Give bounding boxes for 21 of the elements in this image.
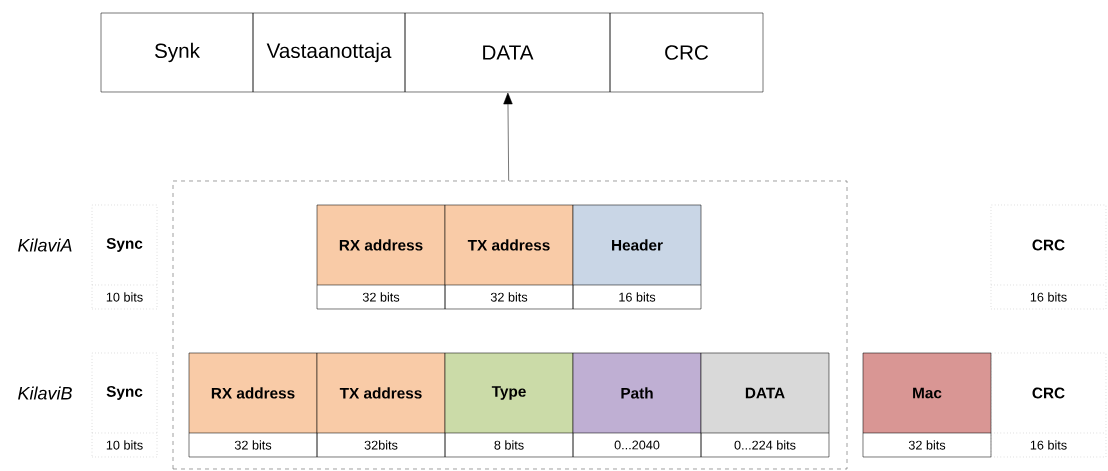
field-cell: CRC 16 bits [990, 352, 1107, 458]
field-cell: RX address 32 bits [316, 204, 446, 310]
field-cell: Header 16 bits [572, 204, 702, 310]
field-cell: DATA 0...224 bits [700, 352, 830, 458]
row-label: KilaviA [18, 238, 72, 252]
field-cell: Type 8 bits [444, 352, 574, 458]
field-cell: Sync 10 bits [91, 352, 158, 458]
field-cell: RX address 32 bits [188, 352, 318, 458]
row-label: KilaviB [18, 386, 72, 400]
frame-cell: DATA [404, 12, 611, 93]
field-cell: Sync 10 bits [91, 204, 158, 310]
field-cell: TX address 32 bits [444, 204, 574, 310]
field-cell: Mac 32 bits [862, 352, 992, 458]
arrow [503, 92, 513, 181]
frame-cell: CRC [609, 12, 764, 93]
field-cell: CRC 16 bits [990, 204, 1107, 310]
frame-cell: Synk [100, 12, 254, 93]
dashed-frame [172, 180, 848, 470]
field-cell: Path 0...2040 [572, 352, 702, 458]
frame-cell: Vastaanottaja [252, 12, 406, 93]
field-cell: TX address 32bits [316, 352, 446, 458]
